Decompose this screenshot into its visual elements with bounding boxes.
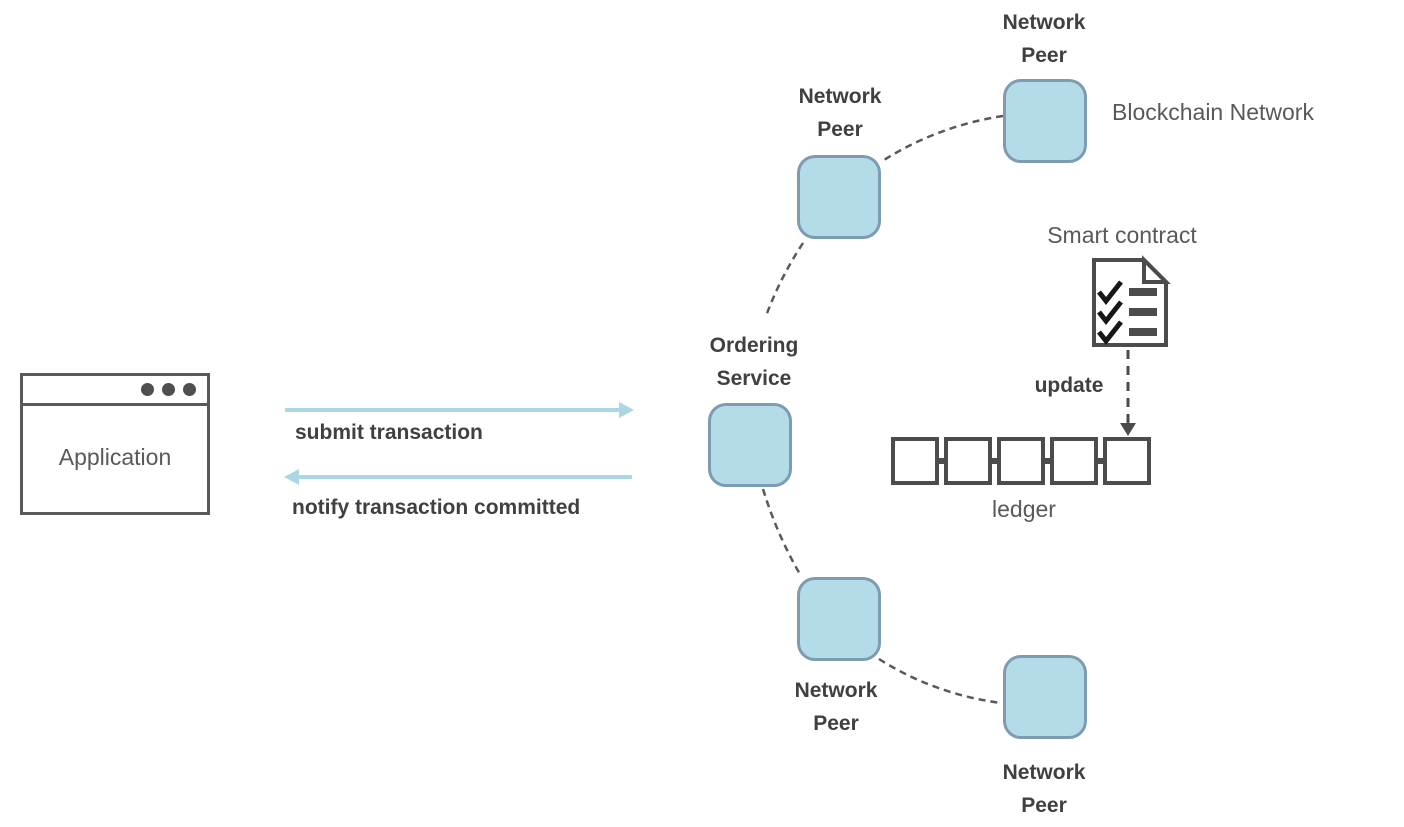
checkmark-icon bbox=[1097, 300, 1123, 326]
network-peer-label: Network Peer bbox=[798, 85, 882, 141]
text-line-bar bbox=[1129, 308, 1157, 316]
update-arrowhead-icon bbox=[1120, 423, 1136, 436]
ledger-block bbox=[997, 437, 1045, 485]
ledger-block bbox=[891, 437, 939, 485]
blockchain-network-label: Blockchain Network bbox=[1112, 99, 1314, 125]
ledger-label: ledger bbox=[992, 496, 1056, 522]
window-dot-icon bbox=[141, 383, 154, 396]
network-arc-bottom bbox=[878, 657, 1002, 705]
ledger-block bbox=[1103, 437, 1151, 485]
application-titlebar bbox=[23, 376, 207, 406]
document-fold-corner bbox=[1142, 255, 1171, 284]
window-dot-icon bbox=[162, 383, 175, 396]
network-peer-node bbox=[797, 155, 881, 239]
checkmark-icon bbox=[1097, 320, 1123, 346]
update-label: update bbox=[1034, 374, 1104, 397]
network-peer-label: Network Peer bbox=[794, 679, 878, 735]
network-peer-node bbox=[1003, 79, 1087, 163]
network-peer-label: Network Peer bbox=[1002, 11, 1086, 67]
network-peer-label: Network Peer bbox=[1002, 761, 1086, 817]
application-label: Application bbox=[58, 444, 172, 470]
ordering-service-label: Ordering Service bbox=[709, 334, 799, 390]
smart-contract-icon bbox=[1092, 255, 1171, 347]
notify-arrowhead-icon bbox=[284, 469, 299, 485]
network-arc-top bbox=[883, 114, 1004, 162]
checkmark-icon bbox=[1097, 280, 1123, 306]
network-peer-node bbox=[1003, 655, 1087, 739]
network-arc-lower-left bbox=[761, 488, 803, 577]
window-dot-icon bbox=[183, 383, 196, 396]
ledger-blocks bbox=[891, 437, 1151, 485]
network-peer-node bbox=[797, 577, 881, 661]
network-arc-upper-left bbox=[764, 242, 805, 317]
submit-arrowhead-icon bbox=[619, 402, 634, 418]
text-line-bar bbox=[1129, 288, 1157, 296]
ledger-block bbox=[944, 437, 992, 485]
smart-contract-label: Smart contract bbox=[1047, 222, 1197, 248]
ordering-service-node bbox=[708, 403, 792, 487]
text-line-bar bbox=[1129, 328, 1157, 336]
ledger-block bbox=[1050, 437, 1098, 485]
notify-transaction-label: notify transaction committed bbox=[292, 496, 581, 519]
submit-transaction-label: submit transaction bbox=[295, 421, 483, 444]
application-window: Application bbox=[20, 373, 210, 515]
